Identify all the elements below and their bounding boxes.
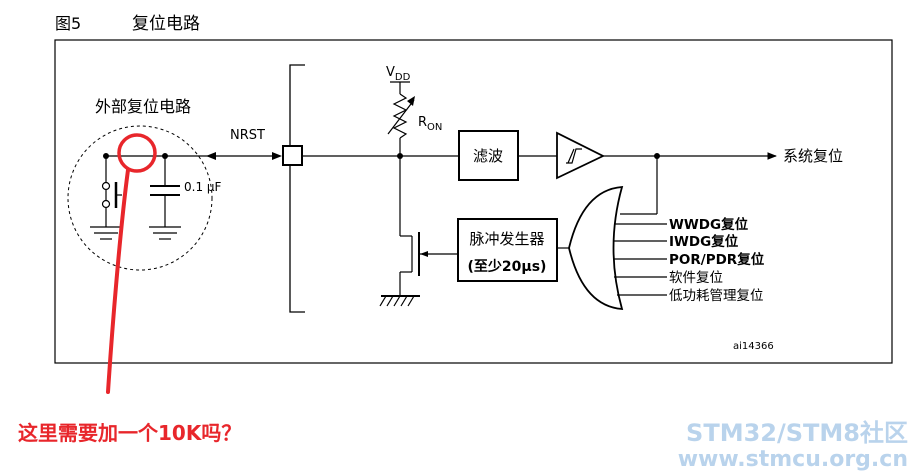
nrst-right-arrow	[272, 152, 282, 160]
ron-pullup-resistor	[387, 81, 415, 156]
reset-source-low-power: 低功耗管理复位	[669, 287, 764, 304]
schmitt-buffer	[556, 131, 606, 180]
annotation-question: 这里需要加一个10K吗？	[18, 421, 241, 445]
ron-label: RON	[418, 115, 442, 133]
nrst-left-arrow	[206, 152, 216, 160]
vdd-label: VDD	[386, 65, 411, 83]
filter-block	[458, 130, 519, 181]
external-reset-boundary	[67, 125, 213, 271]
switch-junction-dot	[103, 153, 109, 159]
reset-source-software: 软件复位	[669, 269, 723, 286]
watermark-title: STM32/STM8社区	[686, 419, 908, 447]
chip-boundary	[289, 64, 305, 313]
reset-source-por-pdr: POR/PDR复位	[669, 251, 765, 268]
nrst-pin-pad	[282, 145, 303, 166]
filter-label: 滤波	[473, 147, 503, 165]
cap-junction-dot	[162, 153, 168, 159]
ron-variable-arrow	[407, 96, 415, 106]
watermark-url: www.stmcu.org.cn	[678, 447, 908, 472]
external-reset-label: 外部复位电路	[95, 97, 191, 116]
pulldown-transistor	[379, 156, 458, 307]
nrst-label: NRST	[230, 128, 265, 143]
or-gate	[568, 186, 624, 310]
reset-source-wwdg: WWDG复位	[669, 216, 749, 233]
system-reset-label: 系统复位	[783, 147, 843, 165]
capacitor-label: 0.1 μF	[184, 180, 222, 194]
gate-arrow	[420, 251, 428, 257]
figure-number: 图5	[55, 14, 81, 33]
external-reset-wiring	[90, 155, 210, 240]
figure-ref-code: ai14366	[733, 341, 774, 352]
pulse-generator-block	[457, 218, 558, 282]
diagram-frame	[54, 39, 893, 364]
figure-title: 复位电路	[132, 14, 200, 34]
reset-source-iwdg: IWDG复位	[669, 233, 739, 250]
pulse-generator-duration: (至少20μs)	[468, 258, 547, 275]
pulse-generator-label: 脉冲发生器	[469, 230, 544, 248]
annotation-highlight	[106, 133, 157, 394]
reset-source-inputs	[613, 223, 667, 296]
